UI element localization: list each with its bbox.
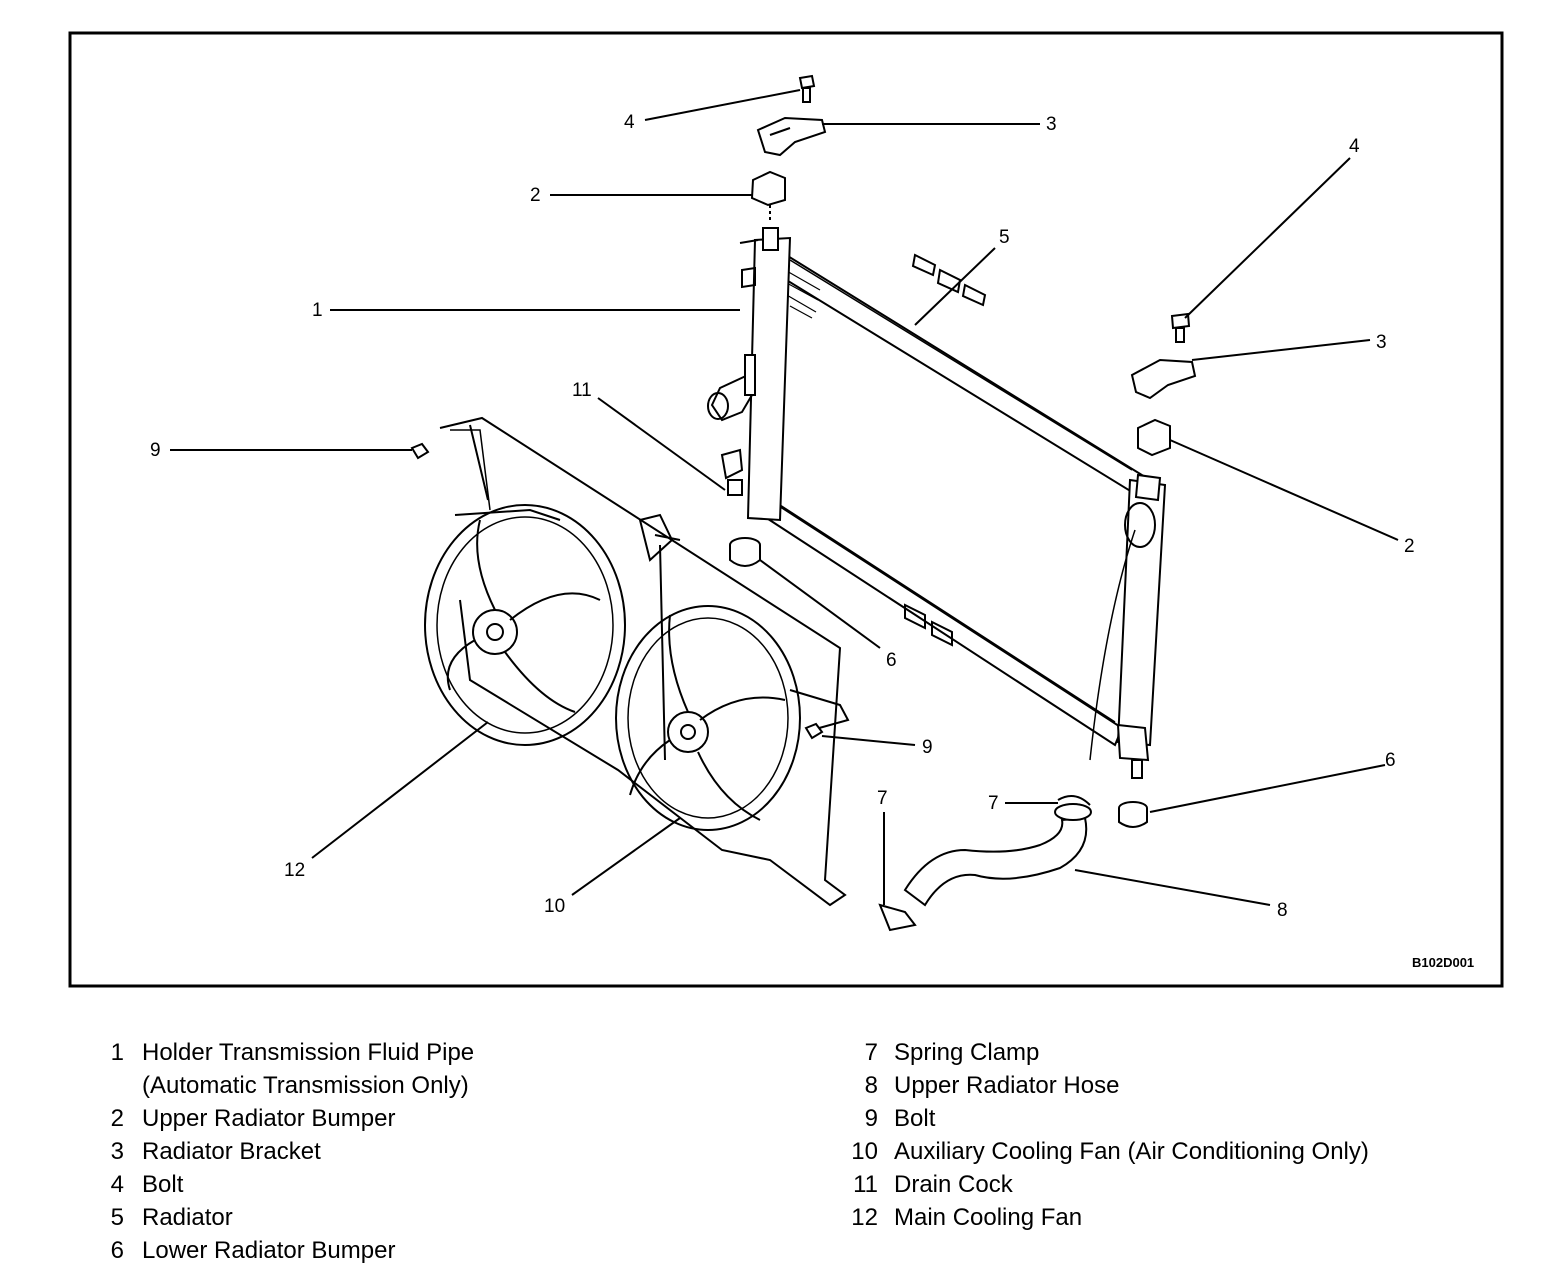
upper-left-hardware (750, 74, 827, 222)
legend-text: Bolt (142, 1171, 184, 1198)
legend-text: Auxiliary Cooling Fan (Air Conditioning … (894, 1138, 1369, 1165)
legend-text: Holder Transmission Fluid Pipe (142, 1039, 475, 1066)
callout-label: 6 (1385, 750, 1396, 771)
legend-number: 11 (853, 1171, 878, 1198)
legend-number: 7 (864, 1039, 878, 1066)
callout-label: 6 (886, 650, 897, 671)
legend-text: (Automatic Transmission Only) (142, 1072, 469, 1099)
bolts-9 (410, 442, 824, 740)
legend-number: 3 (110, 1138, 124, 1165)
legend-number: 2 (110, 1105, 124, 1132)
callout-label: 5 (999, 227, 1010, 248)
legend-text: Drain Cock (894, 1171, 1013, 1198)
callout-label: 8 (1277, 900, 1288, 921)
callout-label: 12 (284, 860, 305, 881)
fan-shroud (439, 416, 850, 907)
radiator (707, 227, 1167, 779)
callout-label: 1 (312, 300, 323, 321)
callout-label: 2 (530, 185, 541, 206)
legend-number: 5 (110, 1204, 124, 1231)
callout-label: 4 (624, 112, 635, 133)
callout-label: 4 (1349, 136, 1360, 157)
figure-id: B102D001 (1412, 955, 1474, 970)
leader-lines (170, 89, 1399, 906)
legend-text: Radiator Bracket (142, 1138, 321, 1165)
legend-number: 8 (864, 1072, 878, 1099)
main-cooling-fan (424, 504, 626, 746)
auxiliary-cooling-fan (615, 605, 801, 831)
legend-text: Spring Clamp (894, 1039, 1040, 1066)
callout-label: 7 (988, 793, 999, 814)
legend-number: 6 (110, 1237, 124, 1264)
upper-right-hardware (1130, 312, 1197, 457)
callout-label: 2 (1404, 536, 1415, 557)
callout-label: 10 (544, 896, 565, 917)
legend-text: Radiator (142, 1204, 233, 1231)
callout-label: 11 (572, 380, 592, 401)
callout-label: 3 (1046, 114, 1057, 135)
legend-number: 4 (110, 1171, 124, 1198)
callout-labels: 4 3 2 4 5 1 3 11 9 2 6 9 6 7 7 12 10 8 (150, 112, 1415, 921)
legend-text: Main Cooling Fan (894, 1204, 1083, 1231)
legend-text: Bolt (894, 1105, 936, 1132)
legend-text: Upper Radiator Hose (894, 1072, 1120, 1099)
legend-text: Lower Radiator Bumper (142, 1237, 396, 1264)
legend-number: 12 (851, 1204, 878, 1231)
callout-label: 9 (922, 737, 933, 758)
diagram-frame (68, 31, 1504, 988)
legend-number: 10 (851, 1138, 878, 1165)
callout-label: 7 (877, 788, 888, 809)
lower-bumpers (729, 537, 1148, 828)
legend-text: Upper Radiator Bumper (142, 1105, 396, 1132)
callout-label: 3 (1376, 332, 1387, 353)
callout-label: 9 (150, 440, 161, 461)
upper-radiator-hose (878, 529, 1136, 932)
legend-number: 9 (864, 1105, 878, 1132)
legend-number: 1 (110, 1039, 124, 1066)
